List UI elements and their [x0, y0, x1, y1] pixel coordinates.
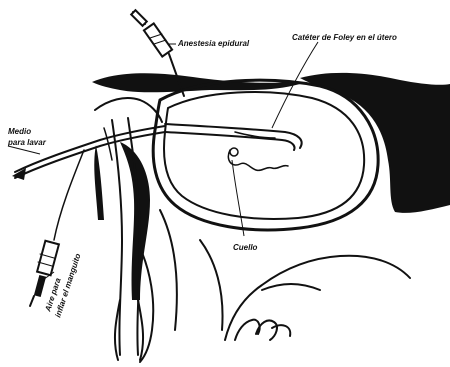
hand-icon	[225, 256, 410, 340]
foley-catheter	[165, 124, 302, 170]
uterus	[153, 80, 378, 230]
body-outline	[95, 98, 223, 362]
label-cervix: Cuello	[233, 243, 258, 252]
label-epidural: Anestesia epidural	[177, 39, 250, 48]
label-wash-medium-line1: Medio	[8, 127, 31, 136]
label-wash-medium-line2: para lavar	[7, 138, 47, 147]
label-foley-catheter: Catéter de Foley en el útero	[292, 33, 397, 42]
